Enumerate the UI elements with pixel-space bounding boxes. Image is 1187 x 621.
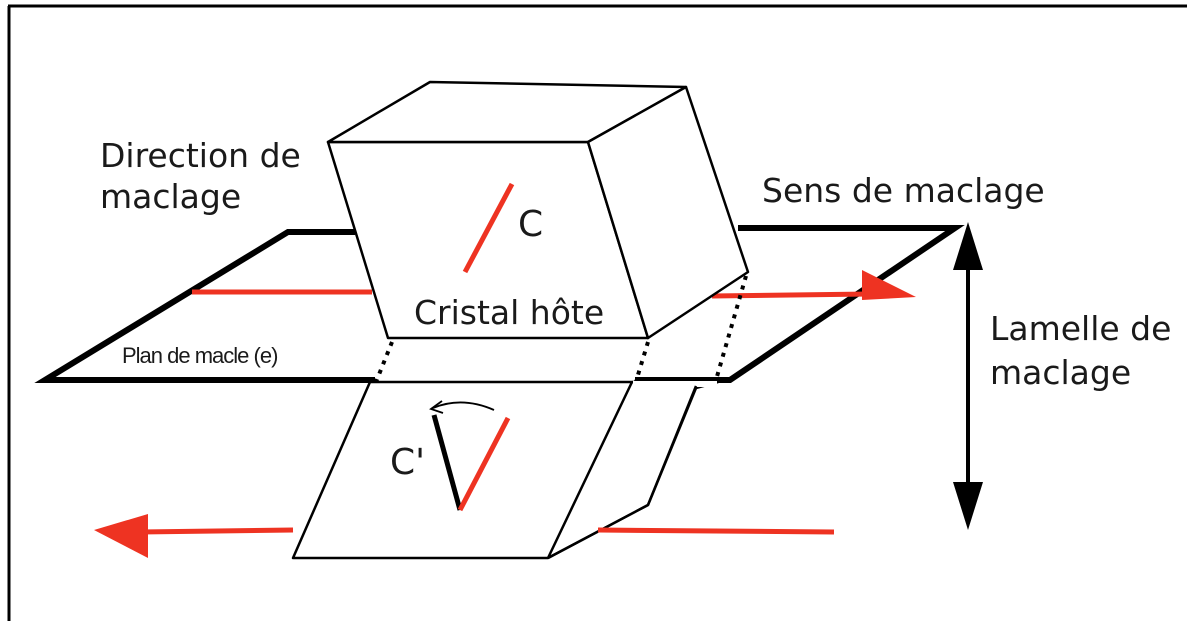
hidden-edges [370, 275, 748, 393]
left-arrow-icon [94, 514, 148, 558]
c-prime-label: C' [390, 442, 425, 483]
direction-label-line2: maclage [100, 177, 241, 216]
cristal-label: Cristal hôte [414, 293, 604, 332]
direction-label-line1: Direction de [100, 136, 301, 175]
shear-lines-lower [139, 527, 835, 535]
lamelle-label-line2: maclage [990, 353, 1131, 392]
right-arrow-icon [862, 270, 916, 300]
double-headed-arrow-icon [953, 222, 983, 530]
sens-label: Sens de maclage [762, 171, 1045, 210]
twin-plane [34, 225, 965, 383]
curved-arrow-icon [429, 400, 495, 414]
c-axis [462, 182, 515, 274]
c-label: C [518, 204, 543, 245]
c-prime-axes [431, 414, 511, 512]
diagram-border [7, 4, 1187, 621]
plan-label: Plan de macle (e) [122, 343, 277, 368]
host-crystal-block [326, 80, 750, 340]
lamelle-label-line1: Lamelle de [990, 309, 1171, 348]
